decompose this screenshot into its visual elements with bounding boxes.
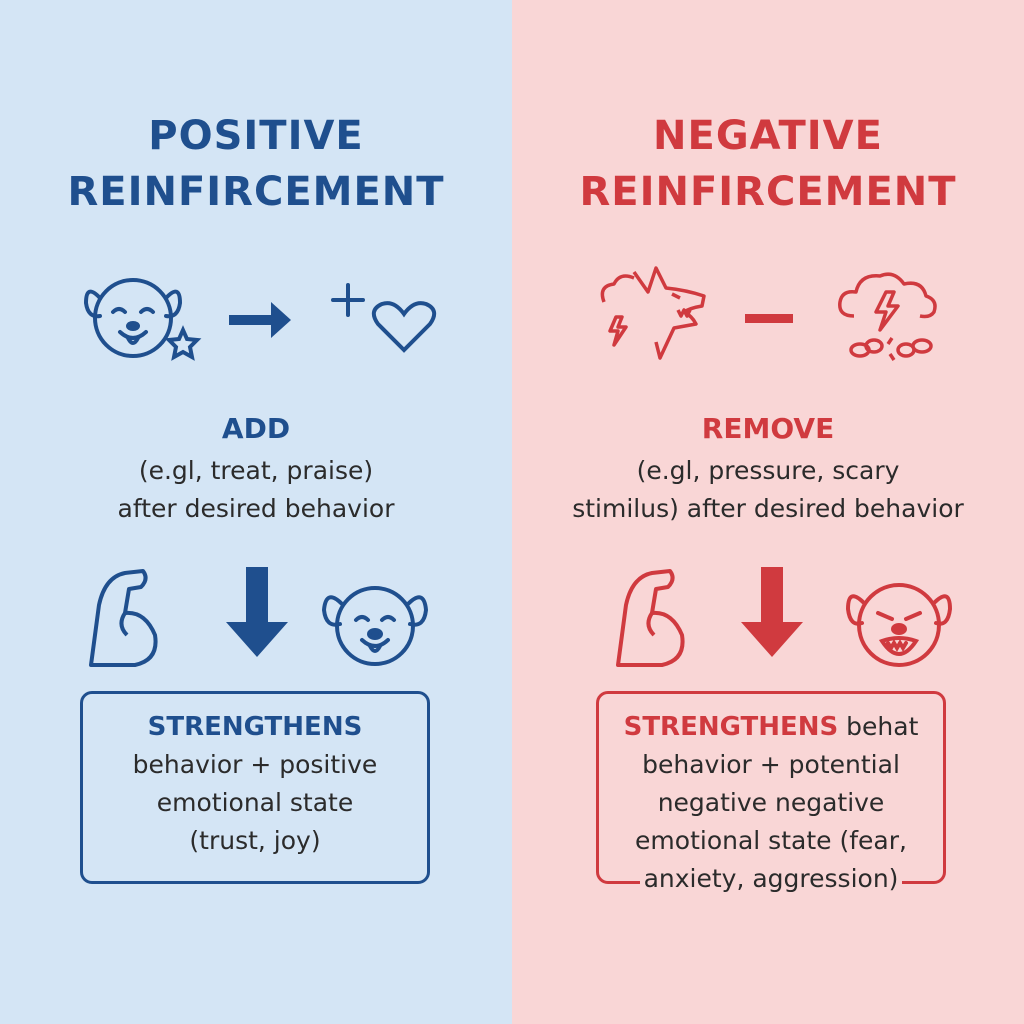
action-label: REMOVE bbox=[701, 412, 835, 445]
action-label: ADD bbox=[221, 412, 291, 445]
happy-dog-star-icon bbox=[83, 278, 202, 361]
desc-line-2: after desired behavior bbox=[117, 494, 395, 523]
aggressive-dog-icon bbox=[845, 583, 953, 667]
title-line-2: REINFIRCEMENT bbox=[67, 169, 445, 215]
storm-cloud-broken-chain-icon bbox=[838, 272, 937, 361]
positive-title: POSITIVE REINFIRCEMENT bbox=[0, 108, 512, 220]
result-suffix: behat bbox=[838, 712, 919, 741]
strengthens-label: STRENGTHENS bbox=[147, 712, 363, 742]
result-line-2: emotional state bbox=[156, 788, 354, 817]
minus-icon bbox=[745, 314, 793, 323]
negative-reinforcement-panel: NEGATIVE REINFIRCEMENT REMOVE (e.gl, pre… bbox=[512, 0, 1024, 1024]
desc-line-1: (e.gl, treat, praise) bbox=[138, 456, 374, 485]
growling-wolf-storm-icon bbox=[600, 266, 706, 360]
right-arrow-icon bbox=[229, 302, 291, 338]
result-line-1: behavior + potential bbox=[642, 750, 900, 779]
happy-dog-icon bbox=[321, 586, 429, 666]
positive-reinforcement-panel: POSITIVE REINFIRCEMENT ADD (e.gl, treat,… bbox=[0, 0, 512, 1024]
flexed-arm-icon bbox=[616, 569, 685, 667]
result-line-3: (trust, joy) bbox=[189, 826, 321, 855]
action-description: (e.gl, pressure, scary stimilus) after d… bbox=[512, 452, 1024, 528]
action-description: (e.gl, treat, praise) after desired beha… bbox=[0, 452, 512, 528]
title-line-1: POSITIVE bbox=[148, 113, 364, 159]
result-box: STRENGTHENS behavior + positive emotiona… bbox=[80, 691, 430, 884]
title-line-2: REINFIRCEMENT bbox=[579, 169, 957, 215]
desc-line-2: stimilus) after desired behavior bbox=[572, 494, 964, 523]
strengthens-label: STRENGTHENS bbox=[623, 712, 839, 742]
result-line-2: negative negative bbox=[657, 788, 885, 817]
result-line-4: anxiety, aggression) bbox=[639, 860, 903, 898]
down-arrow-icon bbox=[226, 567, 288, 657]
title-line-1: NEGATIVE bbox=[653, 113, 883, 159]
result-line-3: emotional state (fear, bbox=[635, 826, 907, 855]
desc-line-1: (e.gl, pressure, scary bbox=[636, 456, 900, 485]
result-box: STRENGTHENS behat behavior + potential n… bbox=[596, 691, 946, 898]
flexed-arm-icon bbox=[89, 569, 158, 667]
down-arrow-icon bbox=[741, 567, 803, 657]
result-line-1: behavior + positive bbox=[132, 750, 378, 779]
plus-heart-icon bbox=[331, 283, 437, 353]
negative-title: NEGATIVE REINFIRCEMENT bbox=[512, 108, 1024, 220]
